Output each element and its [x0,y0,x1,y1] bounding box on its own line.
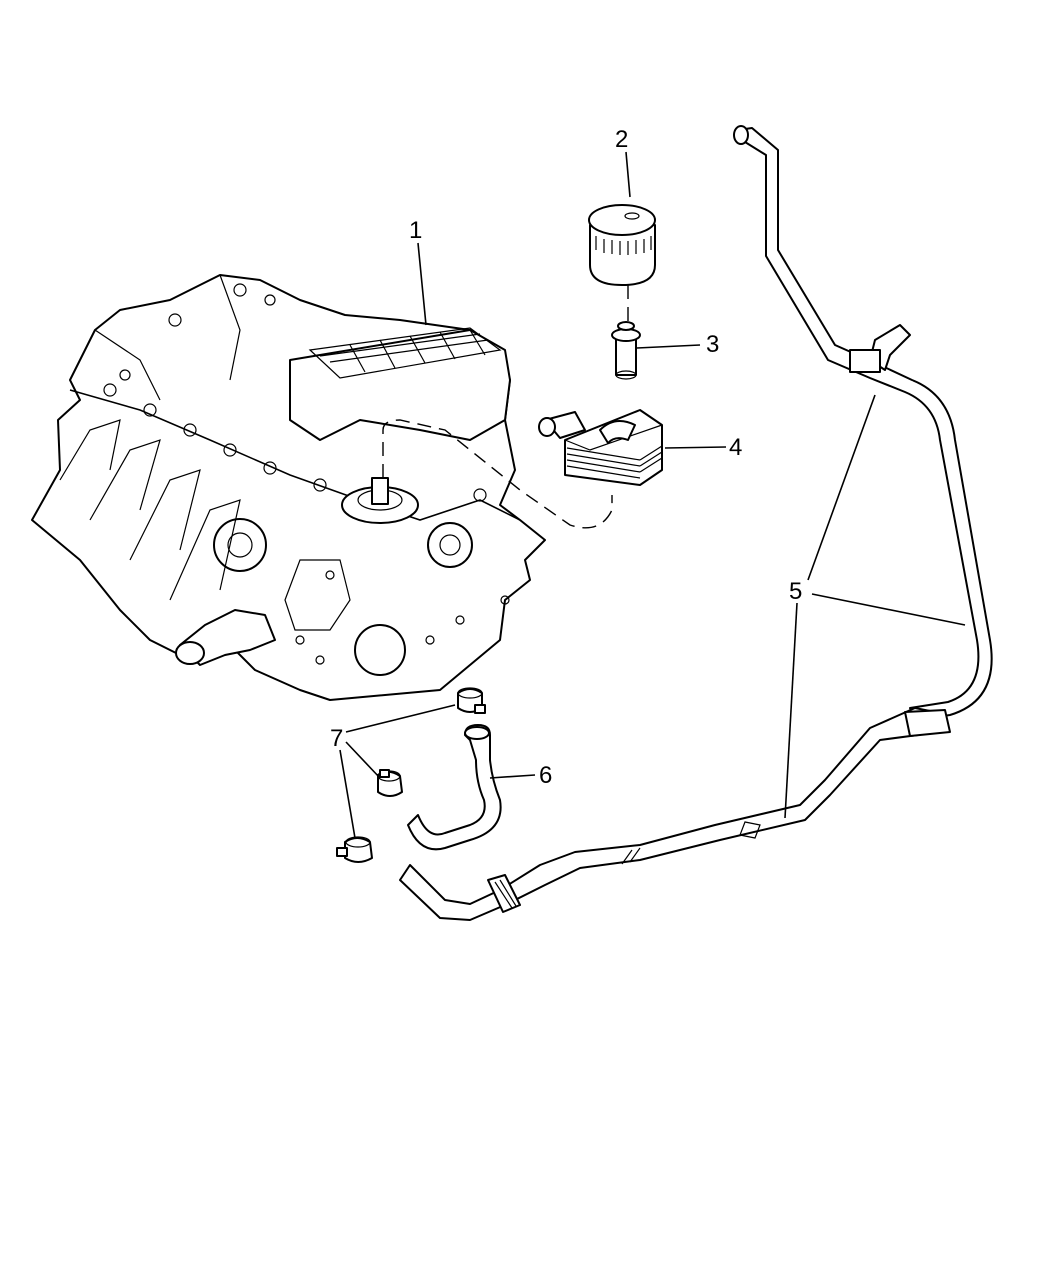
callout-3: 3 [706,331,719,358]
callout-2: 2 [615,126,628,153]
oil-filter [588,204,656,286]
oil-cooler [538,409,663,486]
bypass-hose [407,724,502,851]
hose-clamp-middle [377,769,403,797]
coolant-hose-assembly [399,125,993,921]
alignment-line-oil-cooler [382,419,613,529]
callout-5: 5 [789,578,802,605]
oil-filter-adapter [611,321,641,380]
hose-clamp-lower [336,836,373,863]
leader-lines [339,151,966,839]
callout-1: 1 [409,217,422,244]
callout-4: 4 [729,434,742,461]
engine-block [31,274,546,701]
callout-7: 7 [330,725,343,752]
callout-6: 6 [539,762,552,789]
hose-clamp-upper [457,687,486,714]
